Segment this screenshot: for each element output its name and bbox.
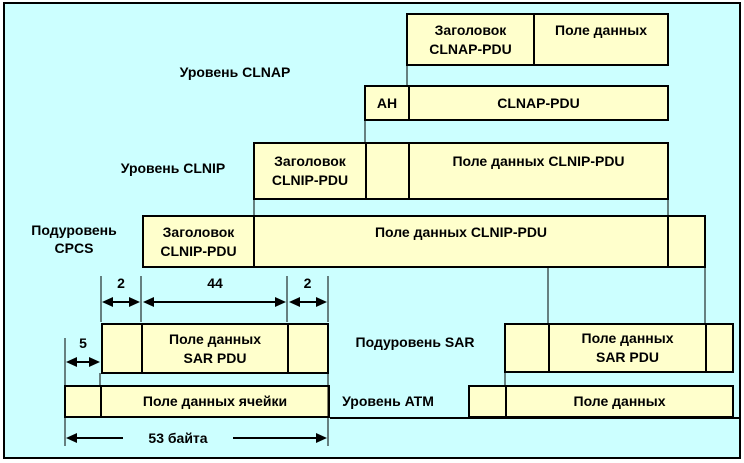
clnip-header-cell: Заголовок CLNIP-PDU [255, 144, 367, 198]
dimension-sar-header: 2 [117, 275, 125, 291]
sar-pdu-box-right: Поле данных SAR PDU [504, 323, 734, 373]
atm-left-data-cell: Поле данных ячейки [142, 393, 288, 409]
atm-cell-box-left: Поле данных ячейки [64, 385, 330, 418]
atm-left-header-cell [66, 387, 102, 416]
sar-pdu-box-left: Поле данных SAR PDU [101, 323, 329, 374]
cpcs-pdu-box: Заголовок CLNIP-PDU Поле данных CLNIP-PD… [142, 215, 706, 268]
sar-right-header-cell [506, 325, 550, 371]
clnap-pdu-cell: CLNAP-PDU [497, 94, 580, 111]
clnap-pdu-box: Заголовок CLNAP-PDU Поле данных [406, 13, 669, 66]
atm-right-data-cell: Поле данных [573, 393, 666, 409]
ah-cell: AH [366, 87, 410, 119]
atm-cell-box-right: Поле данных [468, 385, 734, 418]
clnap-data-cell: Поле данных [555, 22, 647, 38]
clnip-pdu-box: Заголовок CLNIP-PDU Поле данных CLNIP-PD… [253, 142, 669, 200]
dimension-sar-trailer: 2 [303, 275, 312, 291]
dimension-cell-total: 53 байта [123, 429, 233, 447]
dimension-atm-header: 5 [79, 335, 87, 351]
atm-right-header-cell [470, 387, 507, 416]
dimension-sar-payload: 44 [207, 275, 223, 291]
clnip-data-cell: Поле данных CLNIP-PDU [452, 153, 625, 169]
cpcs-trailer-cell [669, 217, 704, 266]
clnap-encapsulated-box: AH CLNAP-PDU [364, 85, 669, 121]
layer-label-clnip: Уровень CLNIP [120, 160, 226, 176]
sar-right-trailer-cell [707, 325, 732, 371]
layer-label-sar: Подуровень SAR [355, 334, 475, 350]
cpcs-data-cell: Поле данных CLNIP-PDU [255, 217, 669, 266]
layer-label-atm: Уровень ATM [342, 393, 434, 409]
clnip-ah-slot-cell [367, 144, 410, 198]
clnap-header-cell: Заголовок CLNAP-PDU [408, 15, 535, 64]
sar-left-data-cell: Поле данных SAR PDU [143, 325, 289, 372]
layer-label-cpcs: Подуровень CPCS [31, 222, 117, 256]
cpcs-header-cell: Заголовок CLNIP-PDU [144, 217, 255, 266]
sar-left-header-cell [103, 325, 143, 372]
layer-label-clnap: Уровень CLNAP [179, 64, 291, 80]
sar-right-data-cell: Поле данных SAR PDU [550, 325, 707, 371]
